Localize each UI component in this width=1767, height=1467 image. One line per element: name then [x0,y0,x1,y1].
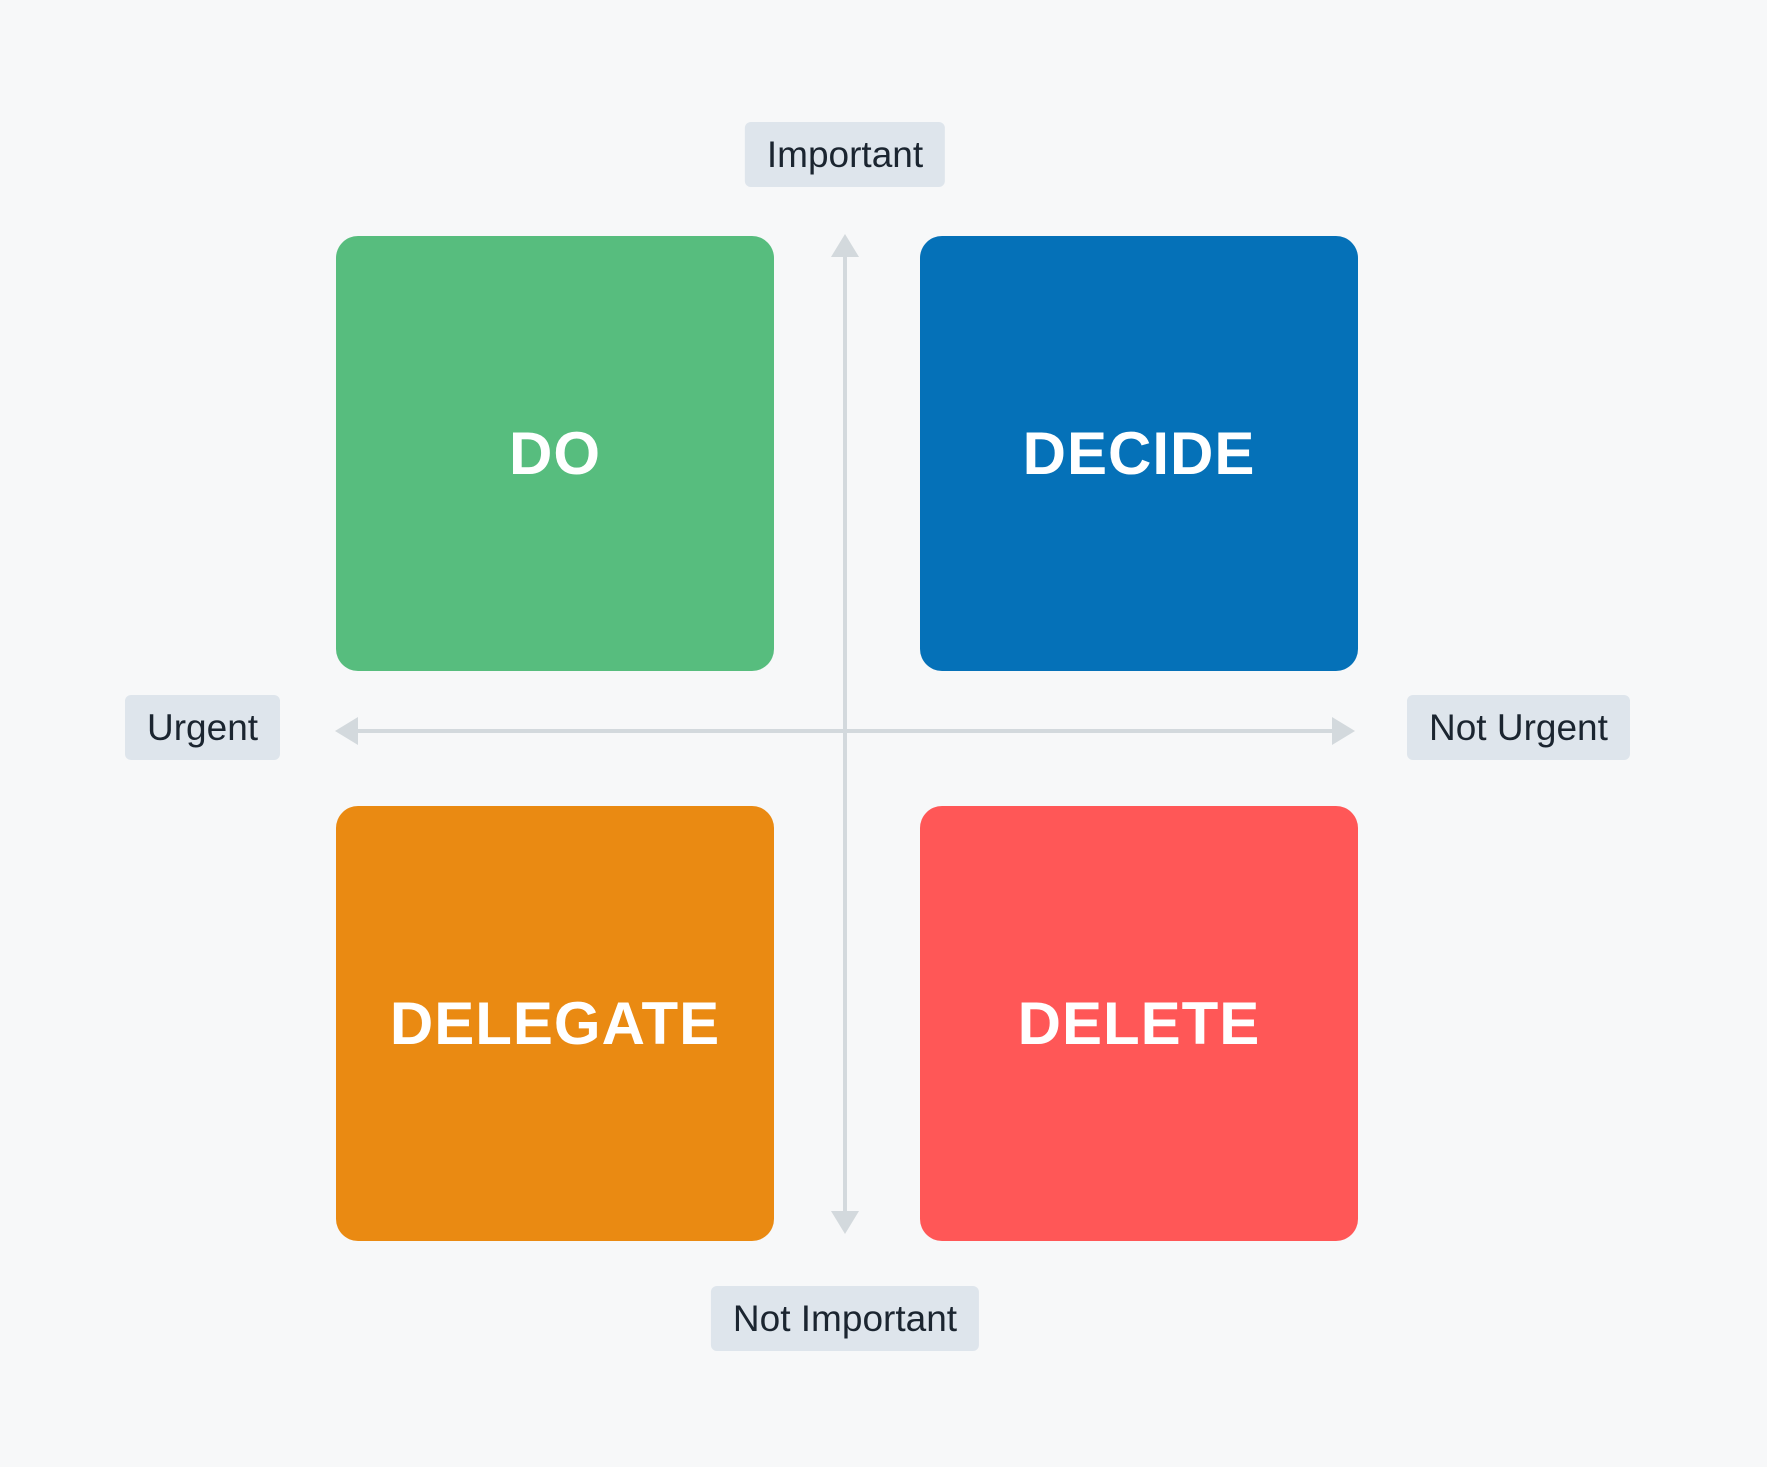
quadrant-delete: DELETE [920,806,1358,1241]
quadrant-delegate: DELEGATE [336,806,774,1241]
quadrant-do: DO [336,236,774,671]
vertical-axis-line [843,255,847,1213]
axis-label-not-urgent: Not Urgent [1407,695,1630,760]
arrow-down-icon [831,1211,859,1234]
arrow-right-icon [1332,717,1355,745]
quadrant-delegate-label: DELEGATE [389,990,721,1057]
axis-label-important: Important [744,122,946,187]
arrow-up-icon [831,234,859,257]
arrow-left-icon [335,717,358,745]
horizontal-axis-line [356,729,1334,733]
quadrant-decide: DECIDE [920,236,1358,671]
quadrant-delete-label: DELETE [1017,990,1261,1057]
quadrant-do-label: DO [509,420,601,487]
axis-label-urgent: Urgent [125,695,281,760]
quadrant-decide-label: DECIDE [1022,420,1256,487]
axis-label-not-important: Not Important [710,1286,980,1351]
